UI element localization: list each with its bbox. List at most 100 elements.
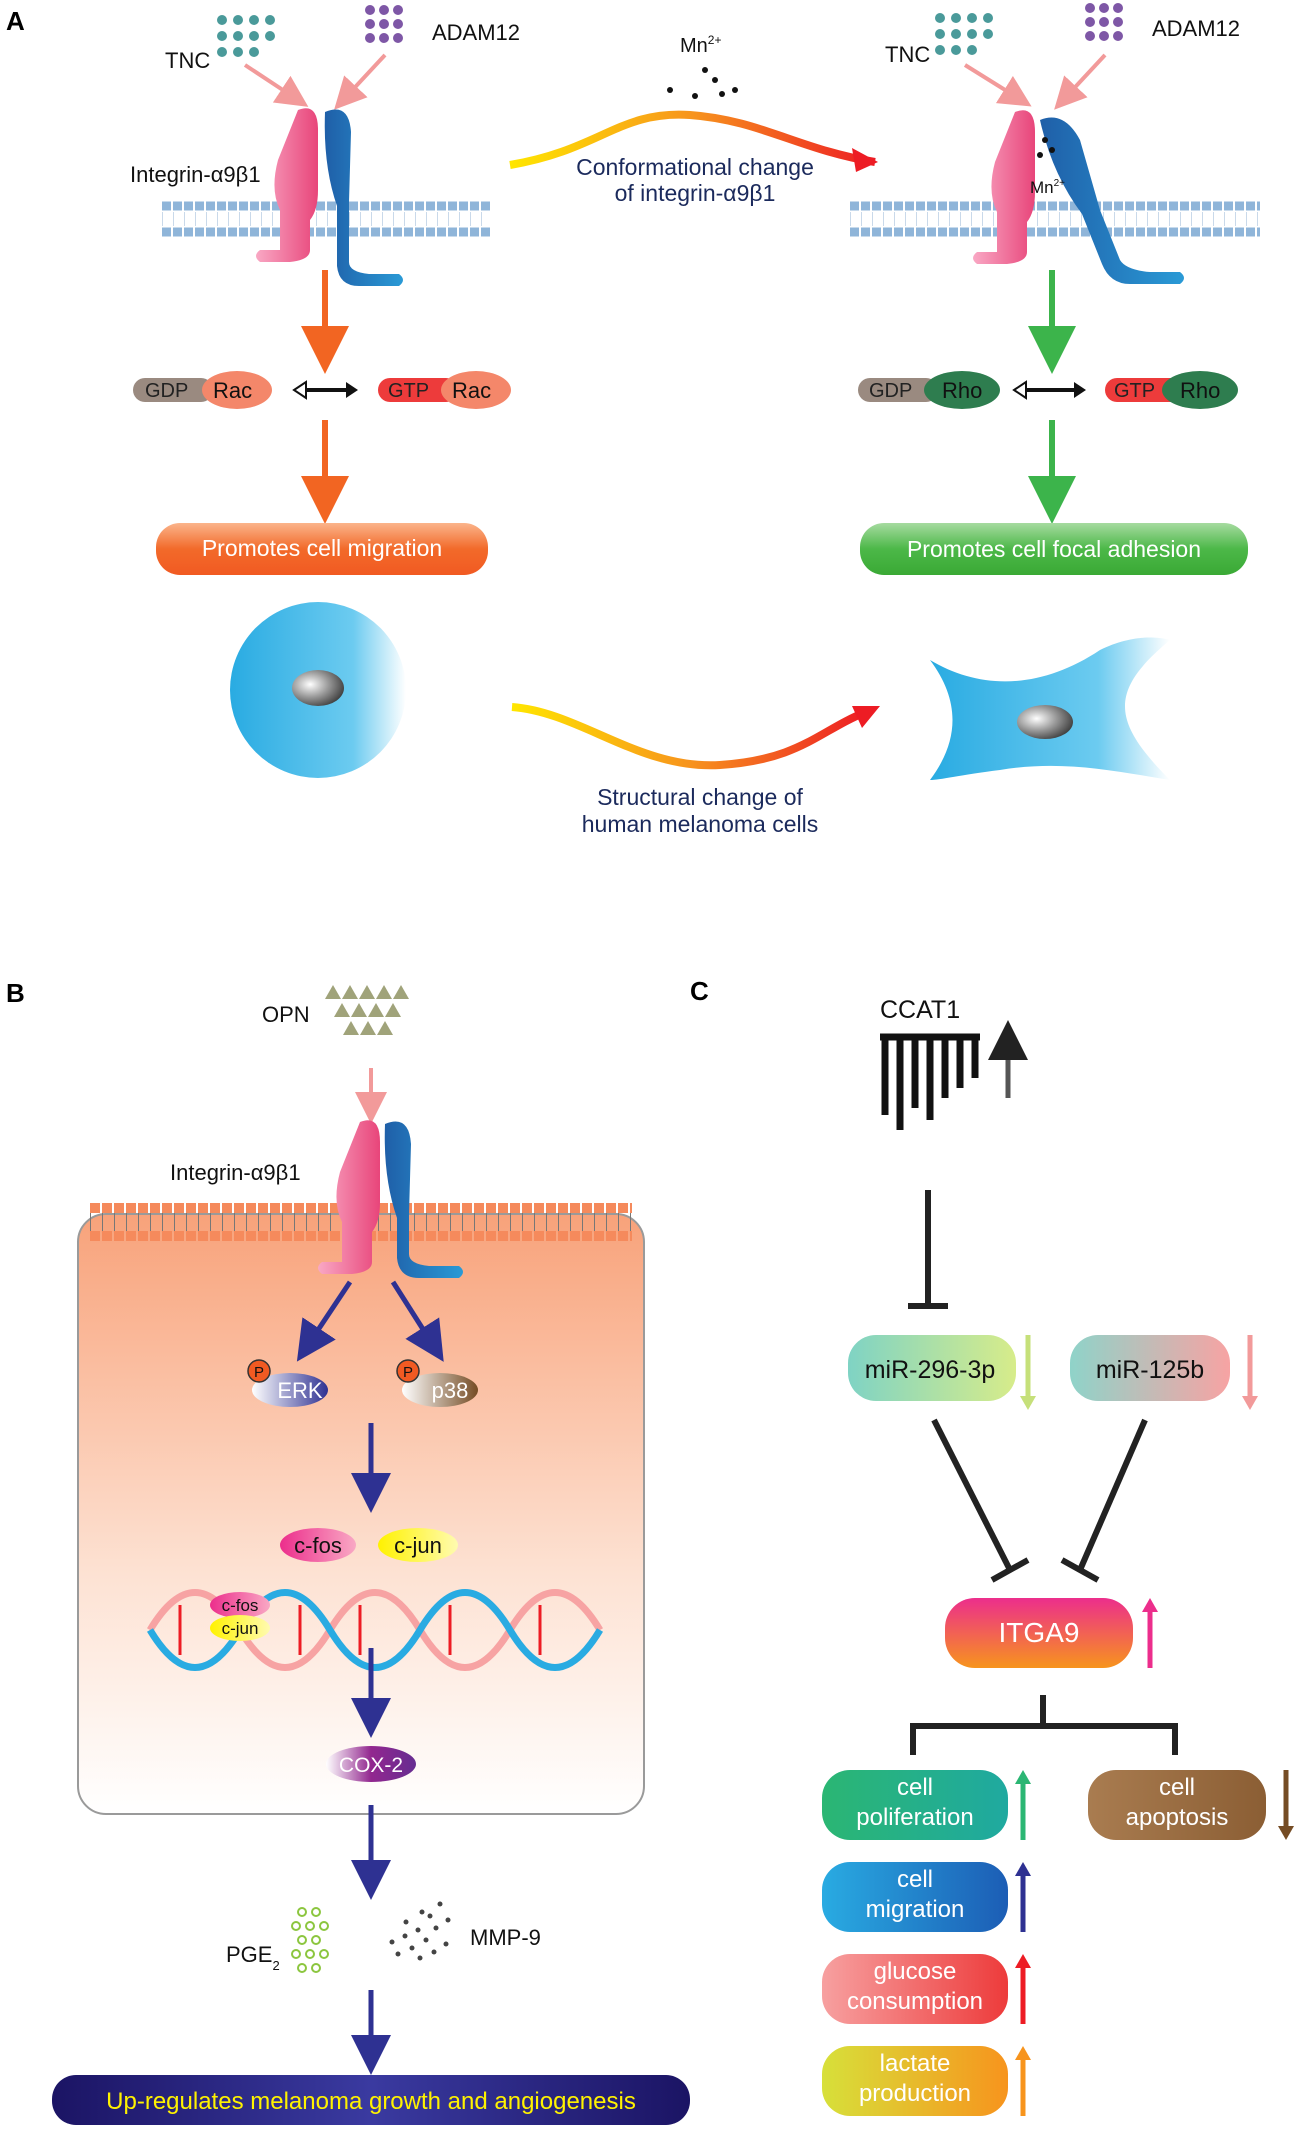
- erk-label: ERK: [277, 1378, 323, 1403]
- panel-b: B OPN Integrin-α9β1 P ERK: [6, 978, 690, 2125]
- proliferation-box: [822, 1770, 1008, 1840]
- lactate-label-2: production: [859, 2080, 971, 2107]
- cfos-node: c-fos: [280, 1528, 356, 1562]
- proliferation-label-1: cell: [897, 1774, 933, 1801]
- navy-arrow-erk: [296, 1280, 353, 1362]
- pge2-label: PGE2: [226, 1942, 280, 1973]
- apoptosis-label-1: cell: [1159, 1774, 1195, 1801]
- adhesion-label: Promotes cell focal adhesion: [907, 536, 1201, 562]
- mir125-label: miR-125b: [1096, 1356, 1204, 1384]
- gtp-rac-left: GTP Rac: [378, 371, 511, 409]
- spread-cell-nucleus: [1017, 705, 1073, 739]
- cjun-label: c-jun: [394, 1533, 442, 1558]
- panel-a-label: A: [6, 6, 25, 36]
- cell-body-b: [77, 1213, 645, 1815]
- conformational-text-2: of integrin-α9β1: [615, 180, 776, 206]
- membrane-right: [850, 200, 1260, 238]
- cell-migration-up-head: [1015, 1862, 1031, 1876]
- membrane-left: [162, 200, 492, 238]
- tnc-label-left: TNC: [165, 48, 210, 73]
- rho-label-right-2: Rho: [1180, 378, 1220, 403]
- cox2-node: COX-2: [326, 1746, 416, 1782]
- mmp9-dots: [389, 1901, 451, 1961]
- conformational-text-1: Conformational change: [576, 154, 814, 180]
- tnc-dots-right: [935, 13, 993, 55]
- apoptosis-box: [1088, 1770, 1266, 1840]
- structural-text-2: human melanoma cells: [582, 811, 819, 837]
- glucose-label-1: glucose: [874, 1958, 957, 1985]
- adam12-arrow-right: [1054, 53, 1107, 110]
- mir296-down-head: [1020, 1396, 1036, 1410]
- gtp-label-right: GTP: [1114, 380, 1155, 402]
- structural-text-1: Structural change of: [597, 784, 803, 810]
- itga9-up-head: [1142, 1598, 1158, 1612]
- mn-dots-bound: [1037, 137, 1055, 158]
- cell-migration-label-1: cell: [897, 1866, 933, 1893]
- integrin-a9b1-b: [318, 1120, 463, 1278]
- conformational-arrowhead: [852, 148, 878, 172]
- mn-label-bound: Mn2+: [1030, 178, 1065, 197]
- adam12-arrow-left: [334, 53, 387, 110]
- integrin-label-left: Integrin-α9β1: [130, 162, 261, 187]
- tnc-dots-left: [217, 15, 275, 57]
- panel-c: C CCAT1 miR-296-3p miR-125b ITGA9: [690, 976, 1294, 2116]
- opn-triangles: [325, 985, 409, 1035]
- mn-bound-text: Mn: [1030, 178, 1054, 197]
- migration-label: Promotes cell migration: [202, 535, 442, 561]
- ccat1-gene-glyph: [880, 1033, 980, 1130]
- migration-box: [156, 523, 488, 575]
- mir296-inhibit-line: [931, 1418, 1013, 1572]
- itga9-branch: [910, 1695, 1178, 1755]
- mir125-inhibit-bar: [1060, 1557, 1100, 1583]
- gdp-label-left: GDP: [145, 380, 188, 402]
- apoptosis-down-head: [1278, 1826, 1294, 1840]
- outcome-box: [52, 2075, 690, 2125]
- cox2-label: COX-2: [339, 1754, 403, 1777]
- ccat1-label: CCAT1: [880, 996, 960, 1024]
- panel-b-label: B: [6, 978, 25, 1008]
- p38-node: P p38: [396, 1359, 478, 1407]
- structural-arrowhead: [852, 706, 880, 728]
- opn-label: OPN: [262, 1002, 310, 1027]
- lactate-label-1: lactate: [880, 2050, 951, 2077]
- navy-arrow-p38: [390, 1280, 444, 1362]
- pge-sub: 2: [272, 1958, 279, 1973]
- gtp-rho-right: GTP Rho: [1105, 371, 1238, 409]
- round-cell-nucleus: [292, 670, 344, 706]
- tnc-arrow-left: [243, 63, 309, 107]
- cjun-node: c-jun: [378, 1528, 458, 1562]
- mmp9-label: MMP-9: [470, 1925, 541, 1950]
- integrin-label-b: Integrin-α9β1: [170, 1160, 301, 1185]
- adam12-label-right: ADAM12: [1152, 16, 1240, 41]
- cfos-label: c-fos: [294, 1533, 342, 1558]
- proliferation-up-head: [1015, 1770, 1031, 1784]
- outcome-label: Up-regulates melanoma growth and angioge…: [106, 2088, 636, 2115]
- cjun-bound-label: c-jun: [222, 1619, 259, 1638]
- mir296-box: [848, 1335, 1016, 1401]
- rac-label-left-2: Rac: [452, 378, 491, 403]
- conformational-arrow: [509, 110, 876, 169]
- cell-migration-box: [822, 1862, 1008, 1932]
- mn-bound-sup: 2+: [1054, 178, 1066, 189]
- erk-phospho: P: [254, 1364, 264, 1381]
- mn-label-top: Mn2+: [680, 33, 721, 57]
- glucose-label-2: consumption: [847, 1988, 983, 2015]
- adam12-dots-right: [1085, 3, 1123, 41]
- gdp-rho-right: GDP Rho: [858, 371, 1000, 409]
- itga9-label: ITGA9: [999, 1617, 1080, 1648]
- gdp-label-right: GDP: [869, 380, 912, 402]
- erk-node: P ERK: [247, 1359, 328, 1407]
- adam12-label-left: ADAM12: [432, 20, 520, 45]
- mn-sup: 2+: [708, 33, 722, 47]
- exchange-arrow-right: [1012, 380, 1086, 400]
- p38-phospho: P: [403, 1364, 413, 1381]
- structural-arrow: [511, 703, 868, 770]
- proliferation-label-2: poliferation: [856, 1804, 973, 1831]
- rac-label-left: Rac: [213, 378, 252, 403]
- cfos-bound: [210, 1592, 270, 1618]
- lactate-box: [822, 2046, 1008, 2116]
- mn-dots: [667, 67, 738, 99]
- pge2-dots: [291, 1907, 329, 1973]
- tnc-arrow-right: [963, 63, 1032, 107]
